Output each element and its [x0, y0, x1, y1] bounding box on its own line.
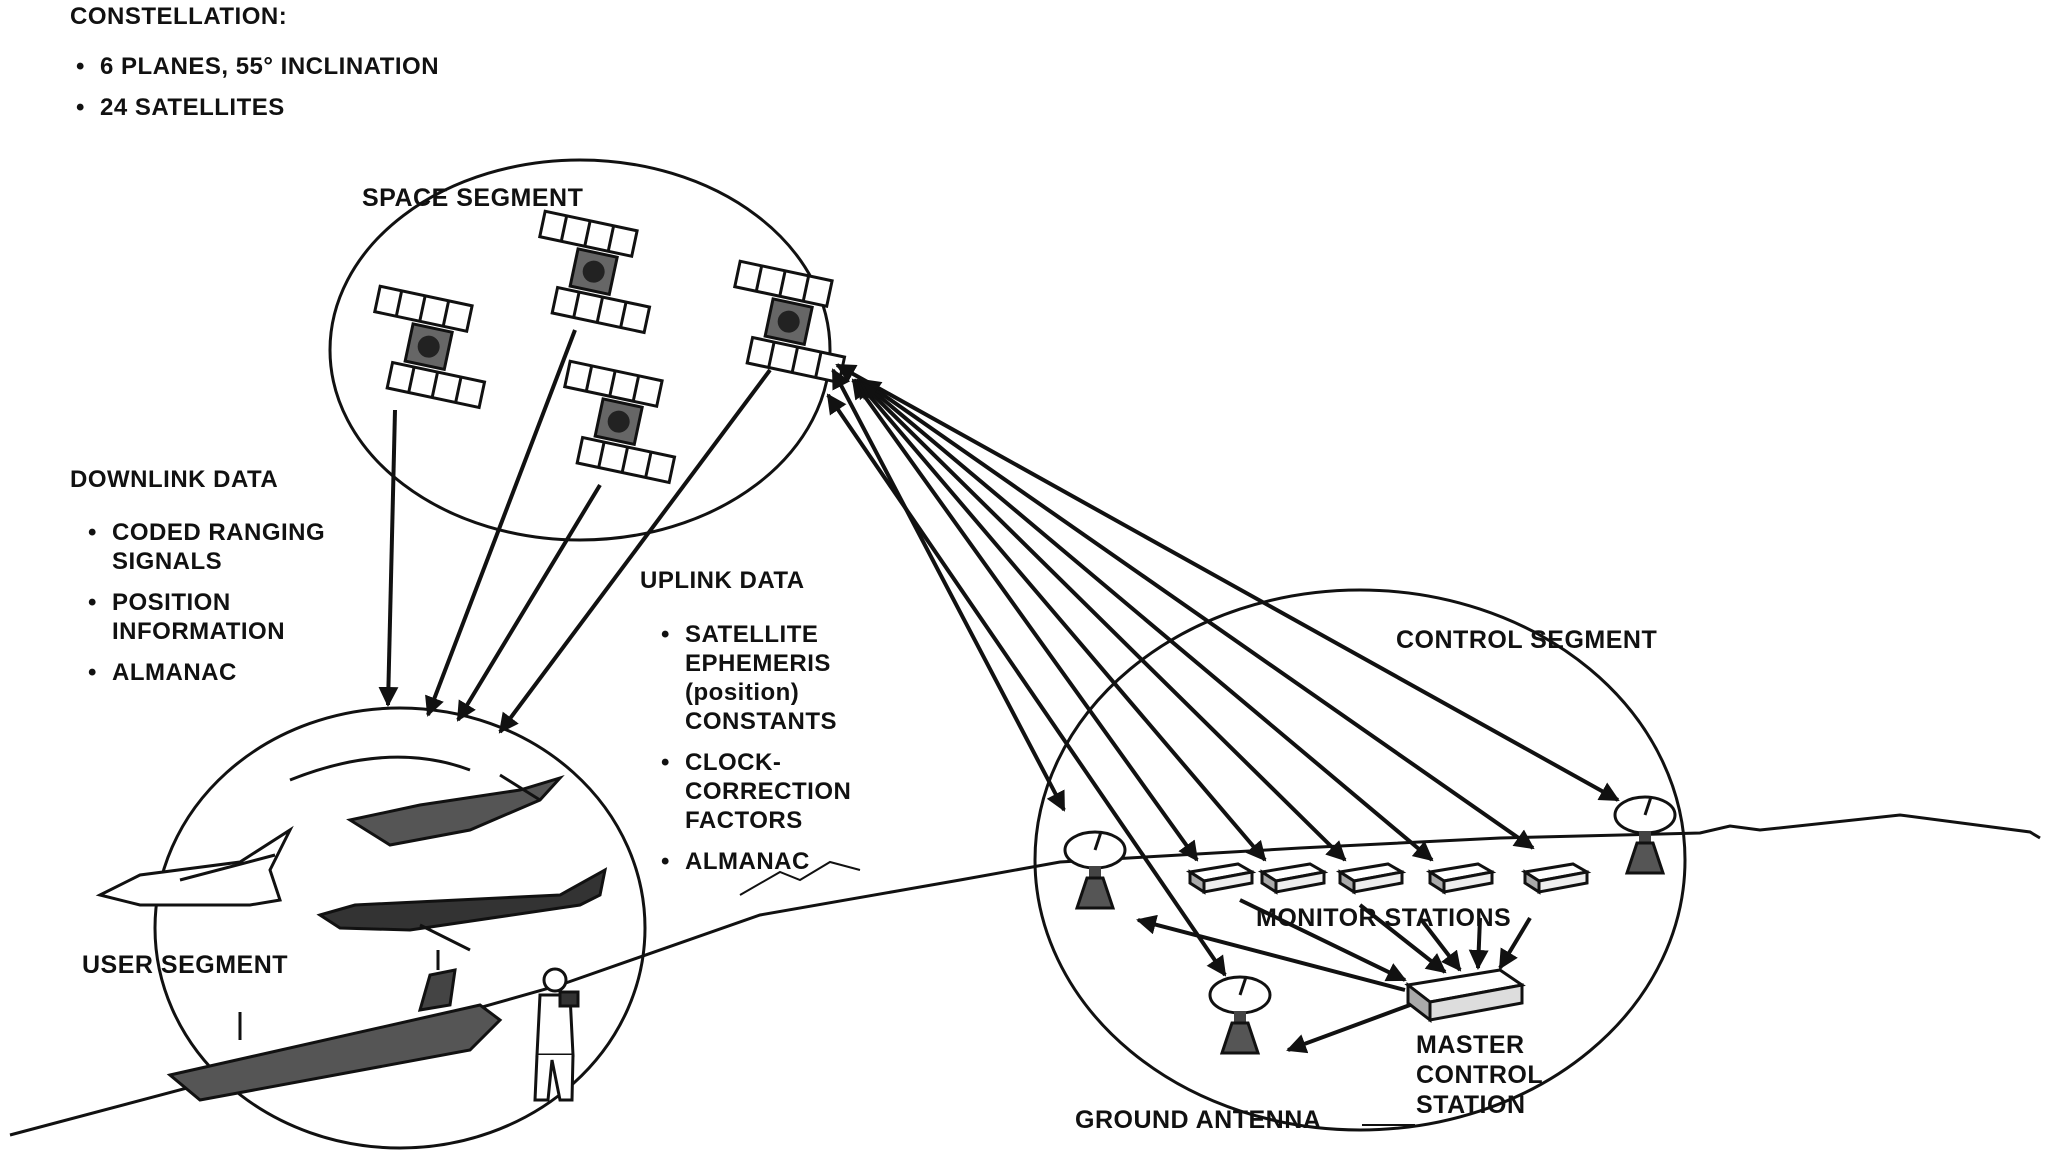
space-segment-label: SPACE SEGMENT [362, 184, 584, 212]
master-to-antenna-arrow [1136, 914, 1406, 992]
monitor-to-master-arrow [1468, 917, 1489, 970]
ground-antenna-label: GROUND ANTENNA [1075, 1106, 1322, 1134]
constellation-title: CONSTELLATION: [70, 3, 288, 30]
user-segment-circle [153, 706, 647, 1150]
monitor-station-icon [1260, 862, 1326, 894]
satellite-icon [548, 359, 692, 484]
uplink-title: UPLINK DATA [640, 567, 805, 594]
uplink-arrow [856, 378, 1347, 862]
monitor-to-master-arrow [1239, 898, 1407, 982]
user-segment-label: USER SEGMENT [82, 951, 289, 979]
soldier-icon [533, 967, 580, 1102]
monitor-to-master-arrow [1418, 916, 1462, 972]
satellite-icon [523, 209, 667, 334]
uplink-arrow [835, 363, 1620, 802]
ship-icon [166, 950, 503, 1102]
master-control-station-label: MASTER CONTROL STATION [1416, 1031, 1544, 1119]
monitor-stations-label: MONITOR STATIONS [1256, 904, 1512, 932]
uplink-list: SATELLITE EPHEMERIS (position) CONSTANTS… [655, 620, 851, 888]
constellation-list: 6 PLANES, 55° INCLINATION 24 SATELLITES [70, 52, 439, 134]
ground-antenna-icon [1208, 975, 1272, 1055]
downlink-item: POSITION INFORMATION [82, 588, 325, 646]
monitor-station-icon [1523, 862, 1589, 894]
control-segment-circle [1033, 588, 1687, 1132]
constellation-item: 24 SATELLITES [70, 93, 439, 122]
downlink-item: CODED RANGING SIGNALS [82, 518, 325, 576]
ground-line [9, 813, 2041, 1137]
downlink-item: ALMANAC [82, 658, 325, 687]
master-to-antenna-arrow [1286, 1003, 1411, 1054]
downlink-arrow [425, 329, 577, 717]
ground-antenna-icon [1063, 830, 1127, 910]
monitor-to-master-arrow [1358, 903, 1447, 974]
monitor-station-icon [1188, 862, 1254, 894]
control-segment-label: CONTROL SEGMENT [1396, 626, 1658, 654]
downlink-title: DOWNLINK DATA [70, 466, 279, 493]
monitor-to-master-arrow [1498, 916, 1532, 970]
downlink-arrow [498, 368, 772, 734]
space-segment-circle [328, 158, 832, 542]
monitor-station-icon [1428, 862, 1494, 894]
space-shuttle-icon [95, 825, 294, 907]
downlink-arrow [378, 409, 399, 707]
airplane-icon [316, 867, 608, 952]
satellite-icon [358, 284, 502, 409]
constellation-item: 6 PLANES, 55° INCLINATION [70, 52, 439, 81]
uplink-item: ALMANAC [655, 847, 851, 876]
downlink-arrow [456, 483, 602, 722]
uplink-item: CLOCK- CORRECTION FACTORS [655, 748, 851, 835]
uplink-item: SATELLITE EPHEMERIS (position) CONSTANTS [655, 620, 851, 736]
monitor-station-icon [1338, 862, 1404, 894]
downlink-list: CODED RANGING SIGNALS POSITION INFORMATI… [82, 518, 325, 699]
uplink-arrow [831, 368, 1066, 812]
master-control-station-icon [1404, 968, 1526, 1024]
helicopter-icon [289, 755, 565, 847]
